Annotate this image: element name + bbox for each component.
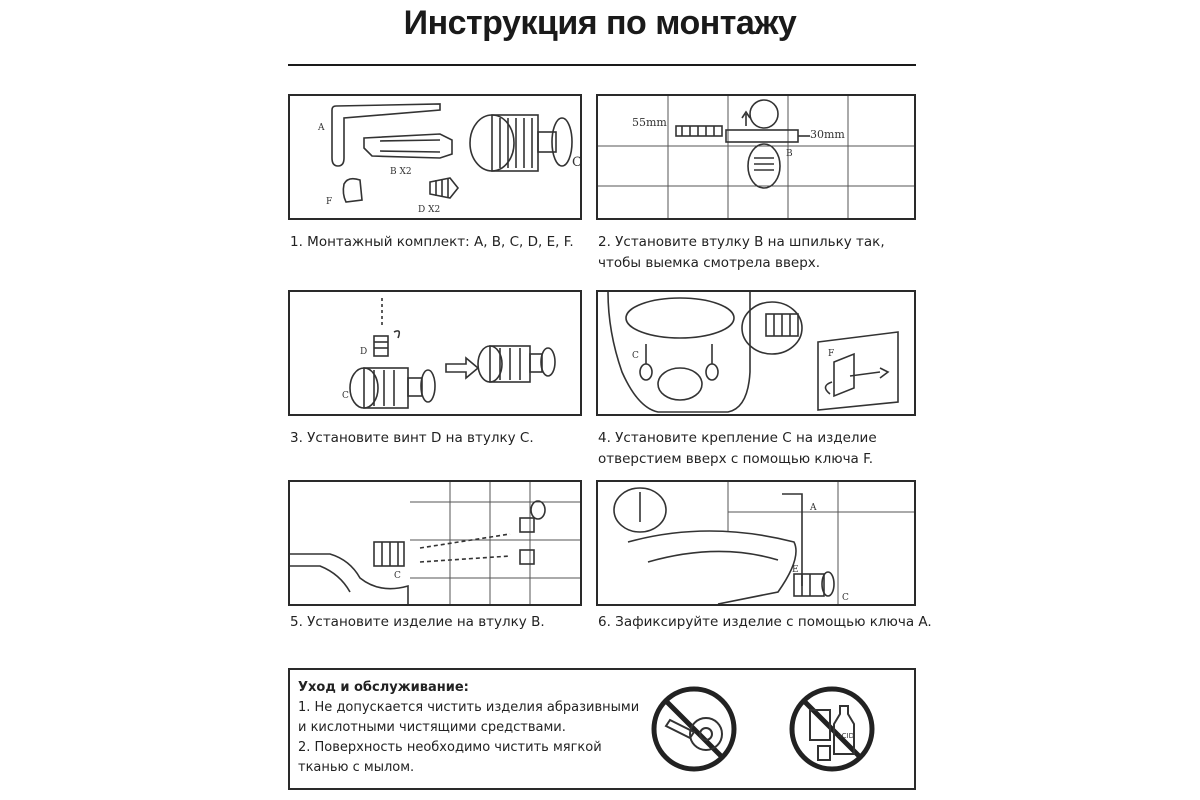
no-abrasive-icon bbox=[651, 686, 737, 772]
step-5-illustration: C bbox=[288, 480, 582, 606]
care-box: Уход и обслуживание: 1. Не допускается ч… bbox=[288, 668, 916, 790]
hex-key-a-icon bbox=[331, 103, 441, 167]
svg-text:A: A bbox=[317, 123, 325, 133]
page-title: Инструкция по монтажу bbox=[403, 4, 797, 42]
key-f-icon bbox=[342, 177, 363, 203]
step-2-illustration: 55mm 30mm B bbox=[596, 94, 916, 220]
step-1-caption: 1. Монтажный комплект: A, B, C, D, E, F. bbox=[290, 234, 574, 250]
svg-text:B: B bbox=[786, 149, 793, 159]
care-heading: Уход и обслуживание: bbox=[298, 680, 469, 695]
svg-text:ACID: ACID bbox=[837, 732, 854, 740]
step-3-caption: 3. Установите винт D на втулку C. bbox=[290, 430, 534, 446]
svg-text:C: C bbox=[572, 155, 580, 170]
svg-text:D X2: D X2 bbox=[418, 205, 440, 215]
svg-text:E: E bbox=[792, 565, 799, 575]
care-line-3: 2. Поверхность необходимо чистить мягкой bbox=[298, 740, 602, 755]
step-4-caption-line1: 4. Установите крепление C на изделие bbox=[598, 430, 877, 446]
svg-text:D: D bbox=[360, 347, 367, 357]
step-4-illustration: C F bbox=[596, 290, 916, 416]
step-1-illustration: A B X2 C F D X2 bbox=[288, 94, 582, 220]
sleeve-b-icon bbox=[363, 133, 453, 159]
svg-text:F: F bbox=[326, 197, 332, 207]
svg-text:F: F bbox=[828, 349, 834, 359]
step-3-illustration: D C bbox=[288, 290, 582, 416]
care-line-2: и кислотными чистящими средствами. bbox=[298, 720, 566, 735]
step-5-caption: 5. Установите изделие на втулку B. bbox=[290, 614, 545, 630]
svg-text:C: C bbox=[342, 391, 349, 401]
care-line-1: 1. Не допускается чистить изделия абрази… bbox=[298, 700, 640, 715]
svg-text:C: C bbox=[842, 593, 849, 603]
svg-text:30mm: 30mm bbox=[810, 128, 845, 141]
step-6-caption: 6. Зафиксируйте изделие с помощью ключа … bbox=[598, 614, 932, 630]
svg-text:A: A bbox=[809, 503, 817, 513]
svg-text:C: C bbox=[394, 571, 401, 581]
svg-text:C: C bbox=[632, 351, 639, 361]
step-6-illustration: A E C bbox=[596, 480, 916, 606]
no-acid-icon: ACID bbox=[789, 686, 875, 772]
step-2-caption-line1: 2. Установите втулку B на шпильку так, bbox=[598, 234, 885, 250]
svg-text:B X2: B X2 bbox=[390, 167, 412, 177]
title-divider bbox=[288, 64, 916, 66]
svg-text:55mm: 55mm bbox=[632, 116, 667, 129]
step-4-caption-line2: отверстием вверх с помощью ключа F. bbox=[598, 451, 874, 467]
care-line-4: тканью с мылом. bbox=[298, 760, 415, 775]
step-2-caption-line2: чтобы выемка смотрела вверх. bbox=[598, 255, 821, 271]
